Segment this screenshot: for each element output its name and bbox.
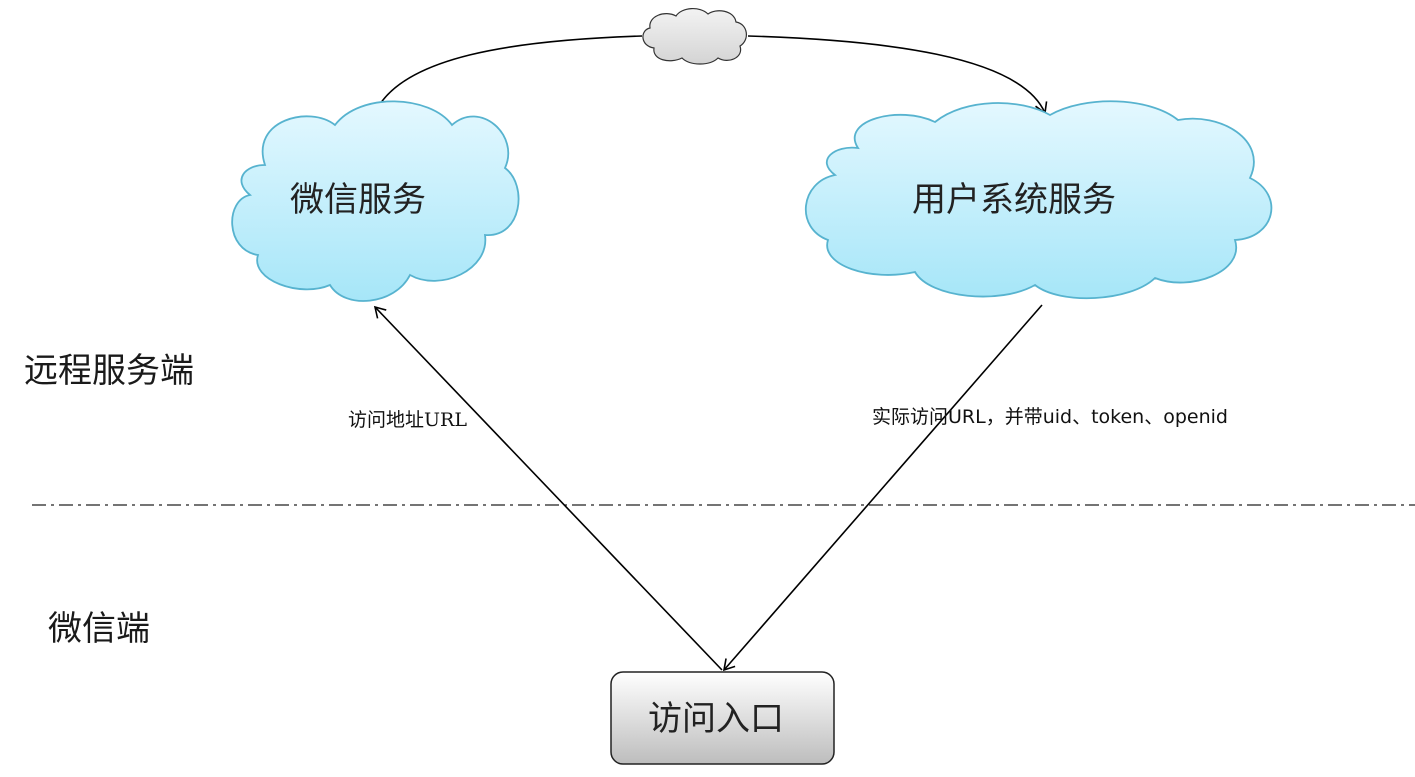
edge-user-to-entry: [722, 304, 1043, 672]
arc-to-wechat-service: [369, 35, 643, 120]
entry-box[interactable]: [610, 671, 835, 765]
internet-cloud-small: [642, 8, 747, 65]
entry-box-label: 访问入口: [648, 699, 784, 739]
zone-label-wechat-client: 微信端: [48, 609, 150, 649]
wechat-service-label: 微信服务: [290, 180, 426, 220]
wechat-service-cloud: [231, 100, 520, 302]
zone-label-remote: 远程服务端: [24, 351, 194, 391]
edge-label-user-to-entry: 实际访问URL，并带uid、token、openid: [872, 406, 1228, 428]
edge-entry-to-wechat: [373, 305, 723, 671]
user-service-label: 用户系统服务: [912, 180, 1116, 220]
arc-to-user-service: [747, 35, 1048, 115]
user-service-cloud: [804, 100, 1273, 300]
edge-label-entry-to-wechat: 访问地址URL: [348, 409, 467, 431]
